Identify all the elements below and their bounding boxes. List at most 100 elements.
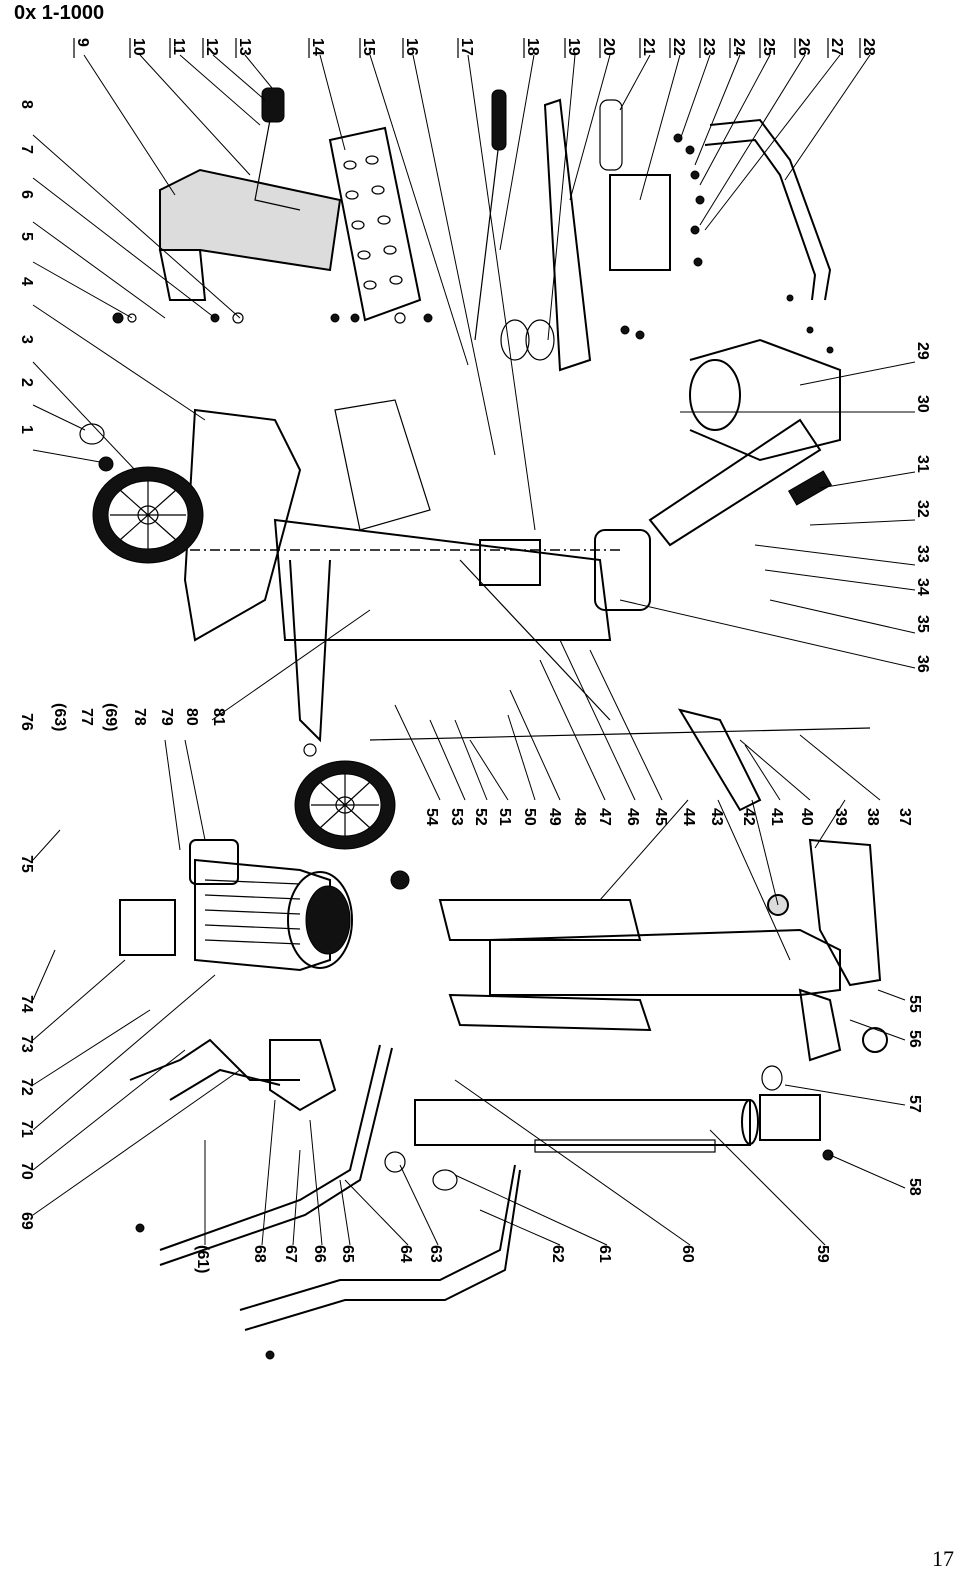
fastener-row-top-left — [112, 312, 433, 324]
callout-label: 1 — [18, 425, 35, 434]
callout-label: (63) — [51, 703, 68, 731]
callout-label: 31 — [914, 455, 931, 473]
callouts-left-bottom: 75 74 73 72 71 70 69 — [18, 855, 35, 1230]
handle-bar-part — [704, 118, 832, 301]
callout-label: 53 — [448, 808, 465, 826]
callout-label: 72 — [18, 1078, 35, 1096]
main-beam-part — [369, 708, 888, 1062]
callout-label: 49 — [546, 808, 563, 826]
callout-label: 36 — [914, 655, 931, 673]
callouts-left-top: 8 7 6 5 4 3 2 1 — [18, 100, 35, 434]
callouts-top-row: 9 10 11 12 13 14 15 16 17 18 19 20 21 22… — [73, 38, 877, 58]
callout-label: 56 — [906, 1030, 923, 1048]
callout-label: 22 — [670, 38, 687, 56]
callout-label: 3 — [18, 335, 35, 344]
callout-label: 63 — [427, 1245, 444, 1263]
callout-label: 32 — [914, 500, 931, 518]
callout-label: 42 — [740, 808, 757, 826]
callout-label: 62 — [549, 1245, 566, 1263]
callout-label: 15 — [360, 38, 377, 56]
callout-label: 77 — [78, 708, 95, 726]
callout-label: 37 — [896, 808, 913, 826]
callout-label: 66 — [311, 1245, 328, 1263]
callout-label: 30 — [914, 395, 931, 413]
lever-handle-part — [474, 89, 671, 372]
callout-label: 64 — [397, 1245, 414, 1263]
guide-assembly-part — [648, 338, 841, 547]
page-header-model-range: 0x 1-1000 — [14, 2, 105, 24]
callout-label: 6 — [18, 190, 35, 199]
callout-label: 13 — [236, 38, 253, 56]
parts-drawing — [79, 87, 888, 1360]
callout-label: 48 — [571, 808, 588, 826]
callout-label: 18 — [524, 38, 541, 56]
wheel-upper-part — [79, 423, 204, 564]
callout-label: 55 — [906, 995, 923, 1013]
callout-label: 47 — [596, 808, 613, 826]
callout-label: 78 — [131, 708, 148, 726]
callout-label: 17 — [458, 38, 475, 56]
callout-label: 9 — [74, 38, 91, 47]
leader-lines — [32, 54, 916, 1246]
callout-label: 50 — [521, 808, 538, 826]
callout-label: 73 — [18, 1035, 35, 1053]
callout-label: 29 — [914, 342, 931, 360]
callout-label: 79 — [158, 708, 175, 726]
lower-handle-parts — [129, 1038, 521, 1360]
callout-label: 23 — [700, 38, 717, 56]
callout-label: 7 — [18, 145, 35, 154]
callout-label: 16 — [403, 38, 420, 56]
chassis-frame-part — [183, 399, 651, 743]
callout-label: 65 — [339, 1245, 356, 1263]
callout-label: 51 — [496, 808, 513, 826]
callout-label: 45 — [652, 808, 669, 826]
callout-label: 4 — [18, 277, 35, 286]
page-number: 17 — [932, 1546, 954, 1571]
callout-label: 70 — [18, 1162, 35, 1180]
callout-label: 35 — [914, 615, 931, 633]
callout-label: 43 — [708, 808, 725, 826]
callout-label: 28 — [860, 38, 877, 56]
callout-label: 54 — [423, 808, 440, 826]
callout-label: 74 — [18, 995, 35, 1013]
callouts-right-lower: 55 56 57 58 — [906, 995, 923, 1196]
callout-label: 40 — [798, 808, 815, 826]
callout-label: 59 — [814, 1245, 831, 1263]
callout-label: 68 — [251, 1245, 268, 1263]
callout-label: 24 — [730, 38, 747, 56]
callout-label: 27 — [828, 38, 845, 56]
callout-label: 46 — [624, 808, 641, 826]
callout-label: 39 — [832, 808, 849, 826]
callout-label: 38 — [864, 808, 881, 826]
callout-label: 34 — [914, 578, 931, 596]
callout-label: 11 — [170, 38, 187, 55]
top-frame-part — [158, 87, 342, 301]
callout-label: 80 — [183, 708, 200, 726]
callout-label: 41 — [768, 808, 785, 826]
electric-motor-part — [119, 839, 353, 972]
callout-label: 60 — [679, 1245, 696, 1263]
callouts-mid-row: 54 53 52 51 50 49 48 47 46 45 44 43 42 4… — [423, 808, 913, 826]
callouts-left-mid: 76 (63) 77 (69) 78 79 80 81 — [18, 703, 227, 731]
callout-label: 61 — [596, 1245, 613, 1263]
callout-label: 57 — [906, 1095, 923, 1113]
callout-label: 25 — [760, 38, 777, 56]
callout-label: 21 — [640, 38, 657, 56]
fastener-row-upper-right — [620, 133, 834, 354]
callout-label: 12 — [203, 38, 220, 56]
callout-label: 75 — [18, 855, 35, 873]
callout-label: 26 — [795, 38, 812, 56]
callout-label: 69 — [18, 1212, 35, 1230]
callout-label: 10 — [130, 38, 147, 56]
callout-label: 67 — [282, 1245, 299, 1263]
callout-label: 14 — [309, 38, 326, 56]
callout-label: 52 — [472, 808, 489, 826]
callout-label: 58 — [906, 1178, 923, 1196]
hydraulic-cylinder-part — [414, 1065, 834, 1161]
callout-label: 33 — [914, 545, 931, 563]
callout-label: (61) — [194, 1245, 211, 1273]
callout-label: 76 — [18, 713, 35, 731]
callout-label: 2 — [18, 378, 35, 387]
callout-label: 71 — [18, 1120, 35, 1138]
